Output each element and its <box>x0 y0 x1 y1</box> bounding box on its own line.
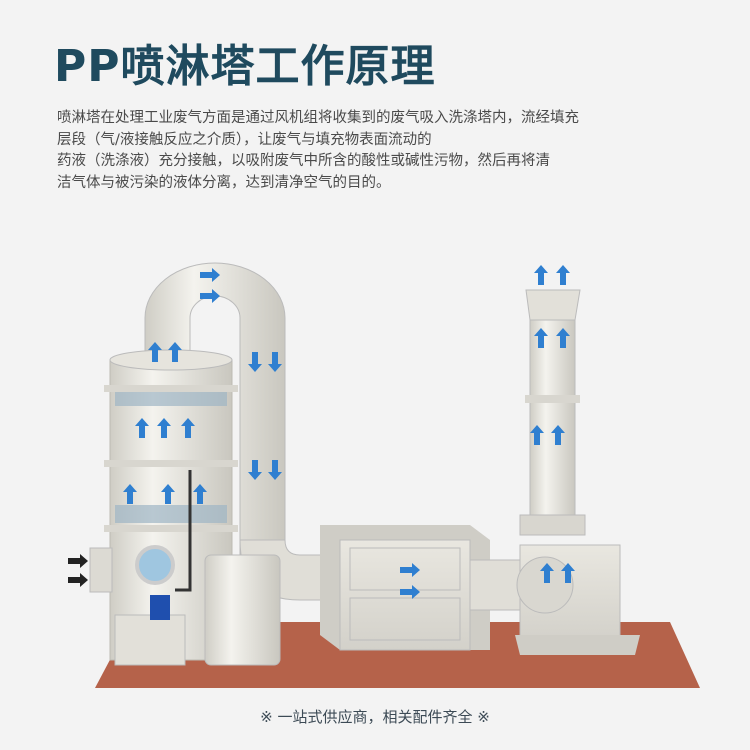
liquid-tank <box>204 554 281 666</box>
description-line: 层段（气/液接触反应之介质），让废气与填充物表面流动的 <box>57 131 432 148</box>
description-line: 喷淋塔在处理工业废气方面是通过风机组将收集到的废气吸入洗涤塔内，流经填充 <box>57 110 579 126</box>
arrow-right-icon <box>68 554 88 587</box>
page-title: PP喷淋塔工作原理 <box>54 41 436 92</box>
footer-note: ※ 一站式供应商，相关配件齐全 ※ <box>260 708 490 726</box>
exhaust-stack <box>529 299 576 521</box>
description-line: 药液（洗涤液）充分接触，以吸附废气中所含的酸性或碱性污物，然后再将清 <box>57 153 550 169</box>
description: 喷淋塔在处理工业废气方面是通过风机组将收集到的废气吸入洗涤塔内，流经填充 层段（… <box>57 108 697 194</box>
pump <box>150 595 170 620</box>
description-line: 洁气体与被污染的液体分离，达到清净空气的目的。 <box>57 174 391 191</box>
